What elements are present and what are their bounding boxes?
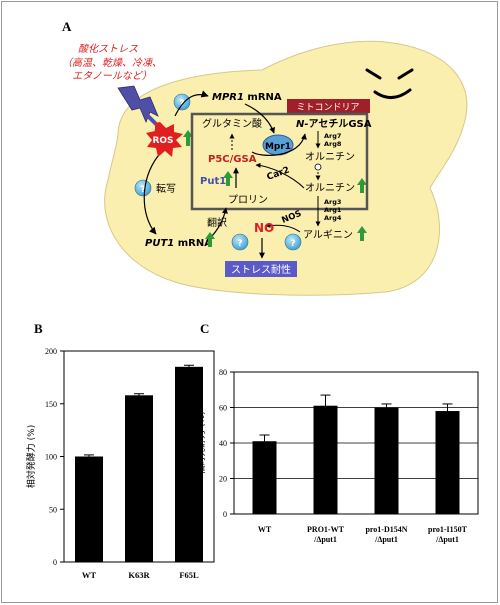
bar-2: [374, 407, 399, 514]
ornithine-up-arrow: [357, 178, 367, 193]
x-tick-label: pro1-D154N/Δput1: [365, 525, 407, 544]
arrow-ornithine-to-p5c-car2: [255, 162, 305, 189]
acetylgsa-label: N-アセチルGSA: [296, 118, 372, 130]
put1-mrna-label: PUT1 mRNA: [145, 238, 212, 249]
arginine-up-arrow: [357, 226, 367, 241]
arg4-label: Arg4: [324, 214, 342, 222]
put1-label: Put1: [200, 176, 226, 187]
ornithine-inner-label: オルニチン: [305, 151, 355, 163]
bar-3: [435, 411, 460, 514]
y-tick-label: 60: [219, 404, 227, 413]
question-badge-transcription: ?: [134, 179, 152, 197]
mitochondria-box: [190, 112, 369, 211]
arrow-p5c-to-acetylgsa: [251, 133, 307, 156]
bar-1: [125, 395, 153, 562]
bar-1: [313, 405, 338, 514]
mito-label: ミトコンドリア: [296, 103, 359, 113]
panel-c-label: C: [200, 321, 209, 336]
ros-up-arrow: [183, 130, 193, 146]
x-tick-label: WT: [82, 570, 97, 580]
y-tick-label: 0: [223, 510, 227, 519]
stress-detail-1: （高温、乾燥、冷凍、: [62, 57, 162, 69]
mpr1-label: Mpr1: [265, 142, 291, 152]
arg3-label: Arg3: [324, 198, 341, 206]
glutamate-label: グルタミン酸: [202, 117, 262, 130]
bar-0: [252, 441, 277, 514]
arg7-label: Arg7: [324, 132, 341, 140]
chart-b: 0 50 100 150 200 相対発酵力 (%) WT K63R F65L: [25, 347, 215, 580]
x-tick-label: WT: [258, 525, 272, 534]
arg8-label: Arg8: [324, 140, 342, 148]
y-tick-label: 150: [45, 400, 57, 409]
y-tick-label: 0: [53, 558, 57, 567]
x-tick-label: F65L: [179, 570, 199, 580]
y-tick-label: 100: [45, 453, 57, 462]
bar-2: [175, 366, 203, 562]
x-tick-label: pro1-I150T/Δput1: [428, 525, 468, 544]
panel-a-label: A: [62, 19, 72, 34]
stress-title: 酸化ストレス: [78, 43, 138, 55]
transcription-label: 転写: [156, 183, 176, 195]
stress-detail-2: エタノールなど）: [72, 70, 152, 82]
arrow-ros-to-put1-mrna: [143, 155, 159, 235]
chart-c: 0 20 40 60 80 相対発酵力 (%) WT PRO1-WT/Δput1 pro1-D1…: [195, 368, 479, 544]
yeast-cell: [104, 40, 468, 296]
ros-burst-icon: ROS: [146, 122, 183, 157]
put1-mrna-up-arrow: [205, 232, 215, 247]
question-badge-nos: ?: [284, 233, 302, 251]
mito-label-box: [287, 99, 370, 113]
question-badge-no: ?: [231, 233, 249, 251]
transporter-icon: [314, 163, 322, 171]
mpr1-mrna-label: MPR1 mRNA: [212, 92, 282, 103]
arg1-label: Arg1: [324, 206, 342, 214]
proline-label: プロリン: [228, 194, 268, 206]
arginine-label: アルギニン: [303, 229, 353, 241]
arrow-to-mpr1-mrna: [174, 90, 209, 117]
y-tick-label: 40: [219, 439, 227, 448]
svg-text:?: ?: [290, 239, 295, 249]
ros-label: ROS: [152, 136, 173, 146]
svg-text:?: ?: [237, 239, 242, 249]
tolerance-box: [225, 261, 297, 277]
y-tick-label: 200: [45, 347, 57, 356]
y-tick-label: 80: [219, 368, 227, 377]
tolerance-label: ストレス耐性: [231, 263, 291, 276]
question-badge-top: ?: [173, 93, 191, 111]
x-tick-label: PRO1-WT/Δput1: [307, 525, 345, 544]
arrow-arginine-to-no: [265, 222, 301, 233]
translation-label: 翻訳: [207, 216, 227, 229]
svg-text:?: ?: [140, 185, 145, 195]
y-tick-label: 50: [49, 505, 57, 514]
arrow-mrna-to-mpr1: [244, 103, 275, 134]
no-label: NO: [254, 221, 274, 235]
y-axis-label: 相対発酵力 (%): [195, 411, 207, 474]
panel-b-label: B: [34, 321, 43, 336]
ornithine-outer-label: オルニチン: [305, 182, 355, 194]
x-tick-label: K63R: [128, 570, 150, 580]
put1-up-arrow: [223, 171, 233, 186]
y-tick-label: 20: [219, 475, 227, 484]
y-axis-label: 相対発酵力 (%): [25, 425, 37, 488]
bar-0: [75, 456, 103, 562]
p5c-label: P5C/GSA: [208, 154, 257, 165]
smiley-face-icon: [365, 68, 414, 99]
